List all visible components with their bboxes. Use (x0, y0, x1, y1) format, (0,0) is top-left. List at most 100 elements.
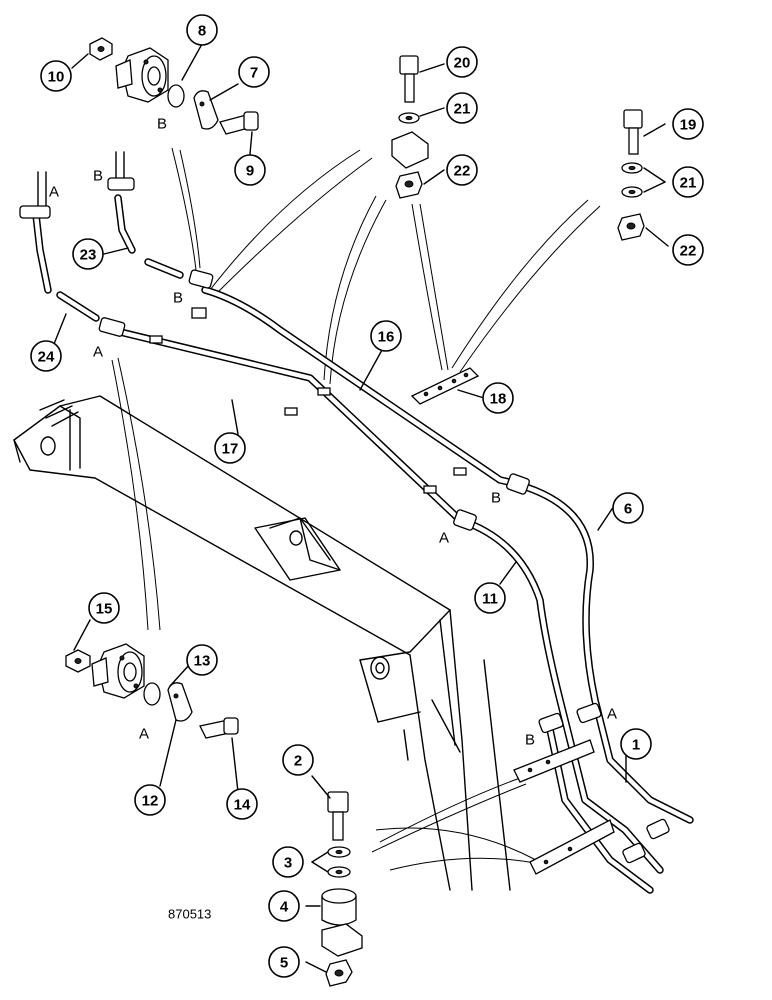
callout-c10: 10 (40, 60, 72, 92)
callout-c5: 5 (268, 946, 300, 978)
callout-circle (612, 492, 644, 524)
callout-number: 19 (680, 117, 697, 134)
callout-number: 6 (624, 501, 632, 518)
lower-brackets (513, 739, 615, 875)
callout-circle (226, 788, 258, 820)
callout-number: 24 (38, 349, 55, 366)
callout-c7: 7 (238, 56, 270, 88)
leader-lines (53, 43, 669, 973)
port-label-p6: B (491, 490, 501, 507)
hardware-set-bottom (321, 791, 363, 987)
callout-number: 20 (454, 55, 471, 72)
port-label-p9: A (607, 706, 617, 723)
callout-circle (672, 108, 704, 140)
port-label-p2: B (93, 168, 103, 185)
port-label-p1: A (49, 184, 59, 201)
port-label-p7: A (439, 530, 449, 547)
callout-number: 17 (222, 441, 239, 458)
callout-c11: 11 (474, 582, 506, 614)
callout-number: 4 (280, 899, 289, 916)
callout-number: 21 (454, 101, 471, 118)
callout-number: 7 (250, 65, 258, 82)
callout-number: 11 (482, 591, 498, 608)
callout-number: 3 (284, 855, 292, 872)
callout-number: 9 (246, 163, 254, 180)
callout-c2: 2 (282, 744, 314, 776)
port-label-p8: B (525, 732, 535, 749)
callout-c9: 9 (234, 154, 266, 186)
callout-c4: 4 (268, 890, 300, 922)
callout-number: 18 (490, 391, 507, 408)
callout-number: 22 (454, 163, 471, 180)
callout-circle (672, 166, 704, 198)
callout-circle (186, 14, 218, 46)
callout-circle (214, 432, 246, 464)
callout-circle (238, 56, 270, 88)
callout-c19: 19 (672, 108, 704, 140)
callout-number: 15 (96, 601, 113, 618)
callout-c1: 1 (620, 728, 652, 760)
callout-number: 13 (194, 653, 211, 670)
hardware-set-top (391, 55, 645, 241)
flange-assembly-bottom (65, 643, 239, 739)
callout-circle (474, 582, 506, 614)
drawing-code: 870513 (168, 907, 211, 922)
callout-number: 12 (142, 793, 159, 810)
callout-c13: 13 (186, 644, 218, 676)
callout-circle (282, 744, 314, 776)
hydraulic-tubes (108, 286, 694, 894)
callout-c18: 18 (482, 382, 514, 414)
callout-number: 8 (198, 23, 206, 40)
callout-number: 23 (80, 247, 97, 264)
port-label-p3: B (157, 116, 167, 133)
callout-circle (446, 92, 478, 124)
callout-number: 5 (280, 955, 288, 972)
callout-circle (672, 234, 704, 266)
callout-c24: 24 (30, 340, 62, 372)
callout-number: 10 (48, 69, 65, 86)
callout-circle (272, 846, 304, 878)
callout-circle (370, 320, 402, 352)
callout-circle (268, 890, 300, 922)
leader-swoosh-lines (111, 147, 601, 871)
callout-c17: 17 (214, 432, 246, 464)
callout-circle (446, 154, 478, 186)
callout-c22b: 22 (672, 234, 704, 266)
callout-circle (134, 784, 166, 816)
callout-number: 14 (234, 797, 251, 814)
callout-c23: 23 (72, 238, 104, 270)
callout-c14: 14 (226, 788, 258, 820)
callout-c3: 3 (272, 846, 304, 878)
callout-circle (268, 946, 300, 978)
callout-c21b: 21 (672, 166, 704, 198)
port-labels: A B B B A B A B A A (49, 116, 617, 749)
callout-circle (88, 592, 120, 624)
port-label-p5: A (93, 344, 103, 361)
callout-circle (620, 728, 652, 760)
callout-balloons: 1234567891011121314151617181920212122222… (30, 14, 704, 978)
callout-circle (186, 644, 218, 676)
callout-c15: 15 (88, 592, 120, 624)
callout-circle (482, 382, 514, 414)
callout-c6: 6 (612, 492, 644, 524)
clamp-plate-18 (410, 367, 480, 405)
callout-number: 1 (632, 737, 640, 754)
callout-c22a: 22 (446, 154, 478, 186)
boom-arm (13, 395, 511, 891)
tube-fittings (19, 177, 670, 864)
callout-number: 22 (680, 243, 697, 260)
callout-circle (72, 238, 104, 270)
callout-number: 21 (680, 175, 697, 192)
hoses (32, 151, 184, 322)
callout-circle (40, 60, 72, 92)
callout-circle (234, 154, 266, 186)
callout-circle (446, 46, 478, 78)
callout-c21a: 21 (446, 92, 478, 124)
flange-assembly-top (89, 37, 259, 135)
callout-c16: 16 (370, 320, 402, 352)
callout-c12: 12 (134, 784, 166, 816)
port-label-p10: A (139, 726, 149, 743)
callout-c20: 20 (446, 46, 478, 78)
port-label-p4: B (173, 290, 183, 307)
